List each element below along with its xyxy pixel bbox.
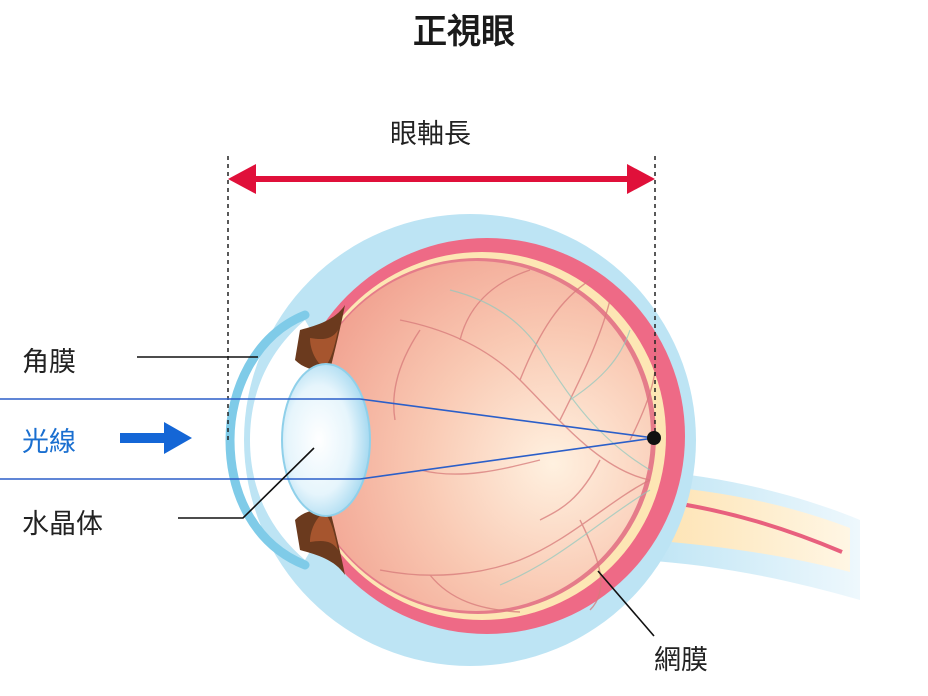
focal-point [647,431,661,445]
page-title: 正視眼 [413,12,515,52]
light-arrow-icon [120,422,192,454]
blood-vessels [379,269,657,613]
axial-length-arrow [228,164,655,194]
axial-length-label: 眼軸長 [390,119,471,150]
lens [281,363,371,517]
cornea-label: 角膜 [22,347,76,378]
lens-leader-line [178,447,315,519]
retina-leader-line [597,570,655,637]
retina-label: 網膜 [654,645,708,676]
light-rays [0,398,655,480]
vitreous-body [301,261,651,611]
cornea [225,310,310,570]
lens-label: 水晶体 [22,509,103,540]
iris [295,305,345,575]
light-label: 光線 [22,427,76,458]
